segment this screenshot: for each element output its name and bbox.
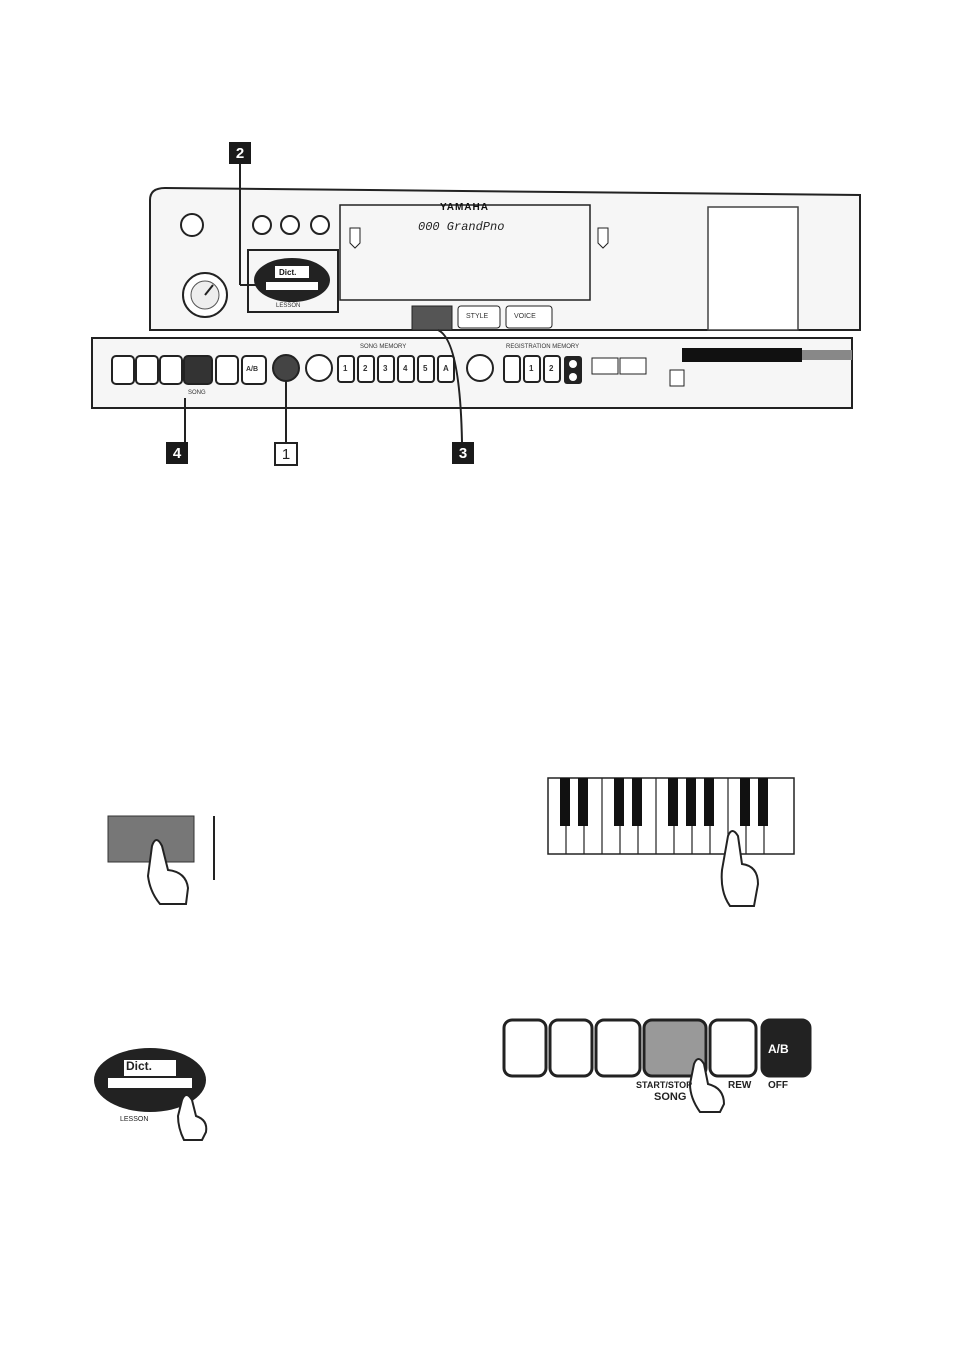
track-4[interactable]: 4 <box>403 364 407 373</box>
style-button-label: STYLE <box>466 313 488 320</box>
step-callout-1: 1 <box>274 442 298 466</box>
detail-dict-label: Dict. <box>126 1059 152 1073</box>
song-button[interactable] <box>412 306 452 330</box>
record-button[interactable] <box>306 355 332 381</box>
reg-label-1: 1 <box>529 364 533 373</box>
repeat-button[interactable] <box>273 355 299 381</box>
step-callout-3: 3 <box>452 442 474 464</box>
sync-button[interactable] <box>216 356 238 384</box>
detail-song-label: SONG <box>654 1091 686 1103</box>
empty-callout-box <box>708 207 798 330</box>
dict-lesson-oval[interactable] <box>254 258 330 302</box>
ff-button[interactable] <box>160 356 182 384</box>
reg-label-2: 2 <box>549 364 553 373</box>
panel-song-label: SONG <box>188 390 206 396</box>
song-memory-label: SONG MEMORY <box>360 344 406 350</box>
redacted-bar <box>682 348 802 362</box>
track-a[interactable]: A <box>443 364 449 373</box>
rewind-button[interactable] <box>136 356 158 384</box>
touch-button[interactable] <box>281 216 299 234</box>
registration-memory-label: REGISTRATION MEMORY <box>506 344 579 350</box>
detail-ab-label: A/B <box>768 1042 789 1056</box>
track-2[interactable]: 2 <box>363 364 367 373</box>
song-button-press-illustration <box>108 816 214 904</box>
memory-button[interactable] <box>467 355 493 381</box>
harmony-button[interactable] <box>311 216 329 234</box>
power-button[interactable] <box>181 214 203 236</box>
detail-lesson-label: LESSON <box>120 1116 148 1123</box>
track-5[interactable]: 5 <box>423 364 427 373</box>
yamaha-brand: YAMAHA <box>440 202 489 213</box>
metronome-button[interactable] <box>112 356 134 384</box>
lcd-display-text: 000 GrandPno <box>418 220 504 234</box>
detail-start-stop-label: START/STOP <box>636 1080 692 1090</box>
detail-rew-label: REW <box>728 1080 751 1091</box>
step-callout-4: 4 <box>166 442 188 464</box>
step-callout-2: 2 <box>229 142 251 164</box>
panel-dict-label: Dict. <box>279 268 296 277</box>
track-3[interactable]: 3 <box>383 364 387 373</box>
detail-off-label: OFF <box>768 1080 788 1091</box>
start-stop-button[interactable] <box>184 356 212 384</box>
voice-button-label: VOICE <box>514 313 536 320</box>
track-1[interactable]: 1 <box>343 364 347 373</box>
panel-lesson-label: LESSON <box>276 303 300 309</box>
demo-button[interactable] <box>253 216 271 234</box>
keyboard-press-illustration <box>548 778 794 906</box>
panel-ab-label: A/B <box>246 366 258 373</box>
